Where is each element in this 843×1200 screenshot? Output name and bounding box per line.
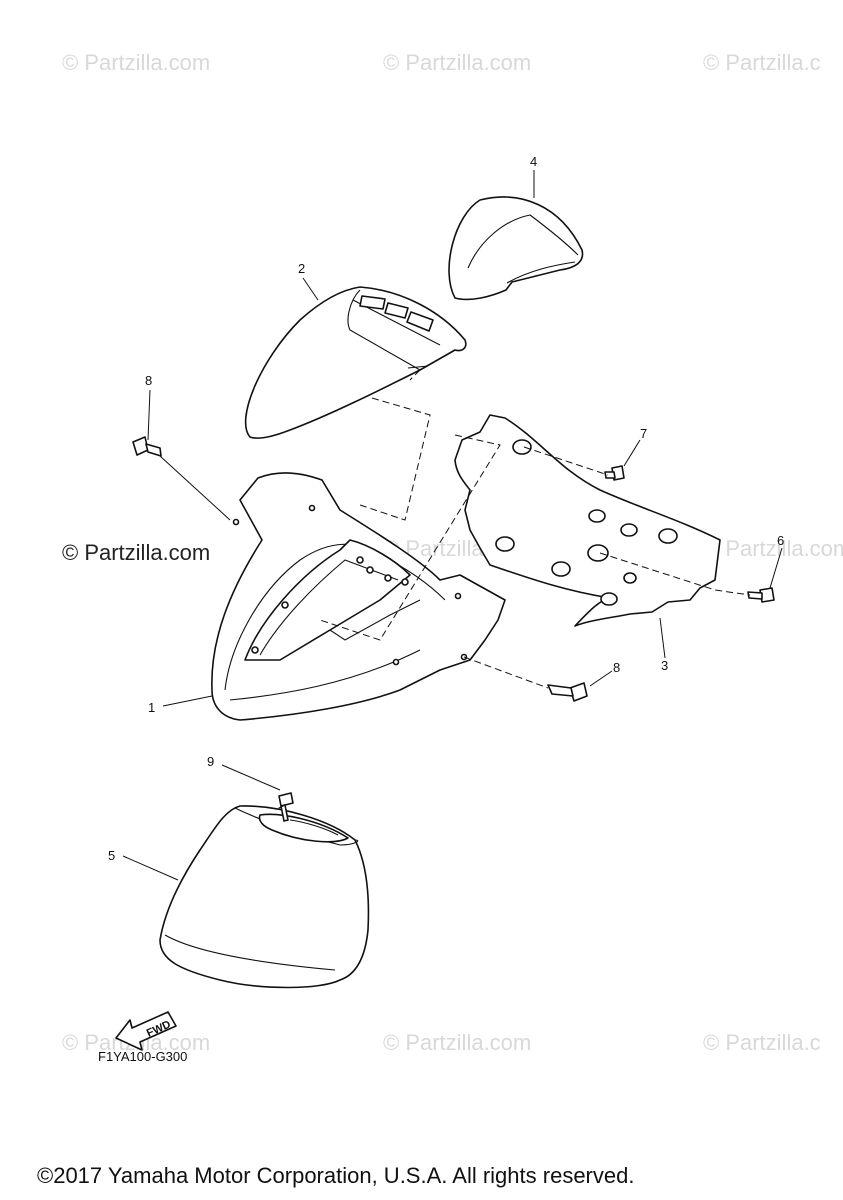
callout-8-upper: 8 [145, 373, 152, 388]
callout-4: 4 [530, 154, 537, 169]
screw-7[interactable] [604, 465, 625, 481]
part-2-upper-cover[interactable] [244, 286, 467, 439]
screw-8-upper[interactable] [132, 436, 162, 457]
part-4-top-cover[interactable] [448, 196, 584, 301]
part-3-inner-panel[interactable] [454, 414, 721, 627]
screw-6[interactable] [747, 587, 775, 603]
assembly-lines [274, 369, 751, 811]
screw-8-lower[interactable] [547, 682, 588, 702]
watermark-mid-left: © Partzilla.com [62, 540, 211, 565]
callout-9: 9 [207, 754, 214, 769]
callout-7: 7 [640, 426, 647, 441]
watermark-top-right: © Partzilla.c [703, 50, 821, 75]
part-1-front-cover[interactable] [211, 472, 506, 721]
diagram-code: F1YA100-G300 [98, 1049, 188, 1064]
leader-lines [122, 170, 783, 881]
watermark-bottom-center: © Partzilla.com [383, 1030, 532, 1055]
callout-6: 6 [777, 533, 784, 548]
watermark-top-center: © Partzilla.com [383, 50, 532, 75]
copyright-notice: ©2017 Yamaha Motor Corporation, U.S.A. A… [37, 1163, 635, 1188]
callout-5: 5 [108, 848, 115, 863]
callout-8-lower: 8 [613, 660, 620, 675]
fwd-arrow-icon: FWD [115, 1011, 177, 1051]
callout-3: 3 [661, 658, 668, 673]
callout-2: 2 [298, 261, 305, 276]
callout-1: 1 [148, 700, 155, 715]
watermark-bottom-right: © Partzilla.c [703, 1030, 821, 1055]
part-5-front-fender[interactable] [159, 805, 370, 989]
watermark-mid-right: © Partzilla.com [703, 536, 843, 561]
watermark-top-left: © Partzilla.com [62, 50, 211, 75]
